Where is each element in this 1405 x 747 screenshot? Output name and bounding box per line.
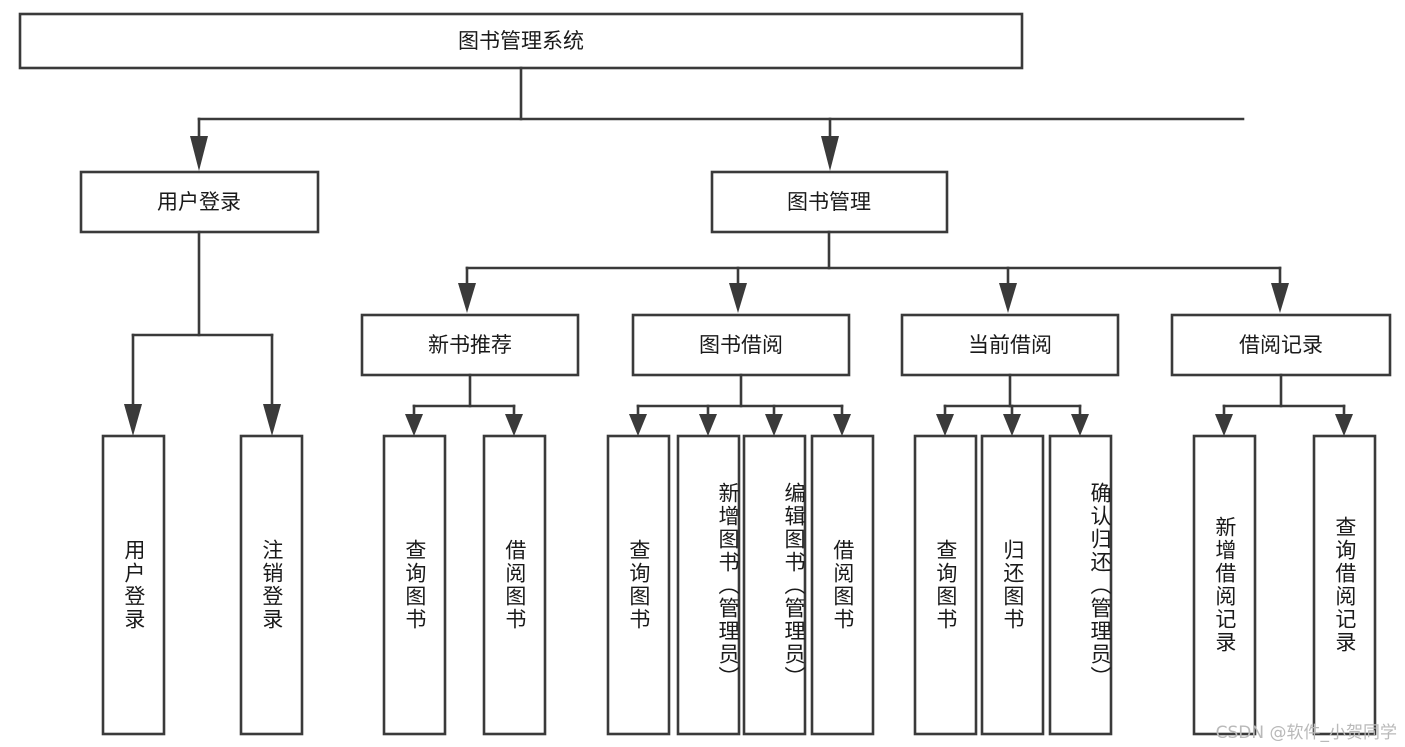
connector-book-borrow-to-leaves <box>629 373 851 436</box>
root-label: 图书管理系统 <box>458 29 584 53</box>
connector-root-to-level1 <box>190 66 1245 171</box>
arrow-head-icon <box>821 136 839 171</box>
arrow-head-icon <box>629 414 647 436</box>
leaf-box-edit-book[interactable] <box>742 434 807 736</box>
current-borrow-label: 当前借阅 <box>968 333 1052 357</box>
arrow-head-icon <box>458 283 476 313</box>
connector-user-login-to-leaves <box>124 230 281 436</box>
leaf-box-logout-login[interactable] <box>239 434 304 736</box>
leaf-box-query-book-3[interactable] <box>913 434 978 736</box>
root-box[interactable] <box>18 12 1024 70</box>
connector-book-manage-to-level2 <box>458 230 1289 313</box>
book-manage-label: 图书管理 <box>787 190 871 214</box>
arrow-head-icon <box>124 404 142 436</box>
arrow-head-icon <box>699 414 717 436</box>
connector-borrow-record-to-leaves <box>1215 373 1353 436</box>
new-book-rec-box[interactable] <box>360 313 580 377</box>
leaf-box-query-book-1[interactable] <box>382 434 447 736</box>
borrow-record-label: 借阅记录 <box>1239 333 1323 357</box>
node-current-borrow[interactable]: 当前借阅 <box>900 313 1120 377</box>
connector-current-borrow-to-leaves <box>936 373 1089 436</box>
leaf-box-add-record[interactable] <box>1192 434 1257 736</box>
current-borrow-box[interactable] <box>900 313 1120 377</box>
node-root[interactable]: 图书管理系统 <box>18 12 1024 70</box>
arrow-head-icon <box>1271 283 1289 313</box>
leaf-box-user-login[interactable] <box>101 434 166 736</box>
user-login-label: 用户登录 <box>157 190 241 214</box>
leaf-box-borrow-book-2[interactable] <box>810 434 875 736</box>
arrow-head-icon <box>505 414 523 436</box>
arrow-head-icon <box>1003 414 1021 436</box>
node-user-login[interactable]: 用户登录 <box>79 170 320 234</box>
arrow-head-icon <box>1071 414 1089 436</box>
leaf-box-query-book-2[interactable] <box>606 434 671 736</box>
node-book-manage[interactable]: 图书管理 <box>710 170 949 234</box>
leaf-box-borrow-book-1[interactable] <box>482 434 547 736</box>
new-book-rec-label: 新书推荐 <box>428 333 512 357</box>
connector-new-book-rec-to-leaves <box>405 373 523 436</box>
node-book-borrow[interactable]: 图书借阅 <box>631 313 851 377</box>
node-borrow-record[interactable]: 借阅记录 <box>1170 313 1392 377</box>
arrow-head-icon <box>833 414 851 436</box>
arrow-head-icon <box>999 283 1017 313</box>
arrow-head-icon <box>263 404 281 436</box>
arrow-head-icon <box>729 283 747 313</box>
book-borrow-label: 图书借阅 <box>699 333 783 357</box>
node-new-book-rec[interactable]: 新书推荐 <box>360 313 580 377</box>
arrow-head-icon <box>1215 414 1233 436</box>
leaf-box-add-book[interactable] <box>676 434 741 736</box>
arrow-head-icon <box>936 414 954 436</box>
user-login-box[interactable] <box>79 170 320 234</box>
csdn-watermark: CSDN @软件_小贺同学 <box>1215 723 1397 743</box>
leaf-box-return-book[interactable] <box>980 434 1045 736</box>
arrow-head-icon <box>190 136 208 171</box>
leaf-box-confirm-return[interactable] <box>1048 434 1113 736</box>
leaf-box-query-record[interactable] <box>1312 434 1377 736</box>
arrow-head-icon <box>1335 414 1353 436</box>
arrow-head-icon <box>405 414 423 436</box>
arrow-head-icon <box>765 414 783 436</box>
